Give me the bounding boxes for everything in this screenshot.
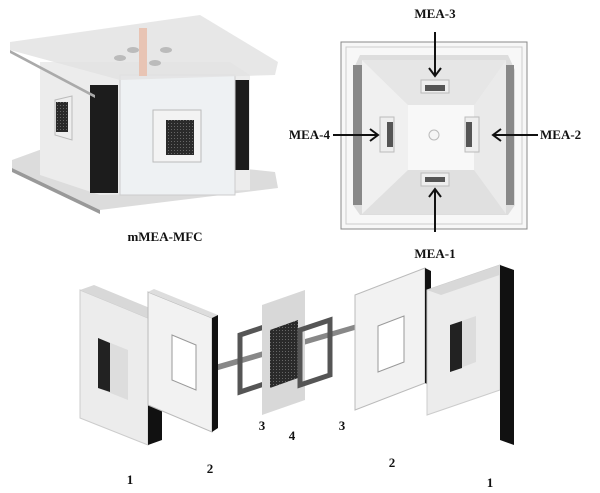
assembled-reactor: mMEA-MFC <box>10 15 278 244</box>
exploded-view: 1 2 3 4 3 2 1 <box>79 264 514 490</box>
part-label-1-left: 1 <box>127 472 134 487</box>
top-view: MEA-3 MEA-2 MEA-1 MEA-4 <box>289 6 581 261</box>
central-rod <box>139 28 147 76</box>
assembled-caption: mMEA-MFC <box>127 229 202 244</box>
label-mea-4: MEA-4 <box>289 127 331 142</box>
label-mea-3: MEA-3 <box>414 6 456 21</box>
part-label-4: 4 <box>289 428 296 443</box>
part-label-3-left: 3 <box>259 418 266 433</box>
part-label-3-right: 3 <box>339 418 346 433</box>
part-label-1-right: 1 <box>487 475 494 490</box>
mea-window-side <box>56 102 68 132</box>
mea-window-front <box>166 120 194 155</box>
part-label-2-right: 2 <box>389 455 396 470</box>
gasket-right <box>297 316 333 389</box>
part-label-2-left: 2 <box>207 461 214 476</box>
side-clamp-left <box>90 85 118 193</box>
arrows <box>333 32 538 232</box>
label-mea-1: MEA-1 <box>414 246 455 261</box>
label-mea-2: MEA-2 <box>540 127 581 142</box>
side-clamp-right <box>235 80 249 170</box>
